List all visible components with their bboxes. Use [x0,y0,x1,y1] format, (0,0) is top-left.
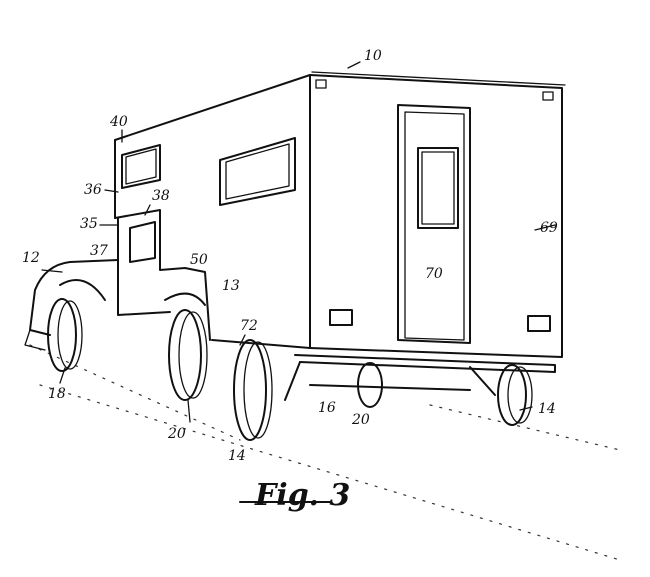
rear-truck-wheel [168,309,202,401]
front-window [121,144,161,189]
ref-36: 36 [84,182,102,198]
ref-14-b: 14 [538,401,556,417]
ref-69: 69 [540,220,558,236]
ref-40: 40 [109,114,128,130]
figure-caption: Fig. 3 [254,478,350,513]
ref-20-b: 20 [351,412,370,428]
ref-13: 13 [222,278,240,294]
side-window [219,137,296,206]
ref-18: 18 [48,386,66,402]
tail-light-right [527,315,551,332]
camper-wheel-mid [357,362,383,408]
camper-wheel-left [233,339,267,441]
ref-35: 35 [80,216,98,232]
leader-lines [41,61,556,423]
door [397,104,471,344]
tail-light-left [329,309,353,326]
ref-16: 16 [318,400,336,416]
camper-wheel-right [497,364,527,426]
ref-72: 72 [240,318,258,334]
ref-10: 10 [364,48,382,64]
ref-50: 50 [190,252,208,268]
door-window [417,147,459,229]
front-wheel [47,298,77,372]
ref-37: 37 [90,243,108,259]
camper-body [114,71,566,401]
ref-20-a: 20 [167,426,186,442]
truck [24,209,211,351]
ref-12: 12 [22,250,40,266]
ground-lines [29,344,621,561]
ref-14-a: 14 [228,448,246,464]
ref-70: 70 [425,266,443,282]
wheels [47,298,533,441]
ref-38: 38 [152,188,170,204]
